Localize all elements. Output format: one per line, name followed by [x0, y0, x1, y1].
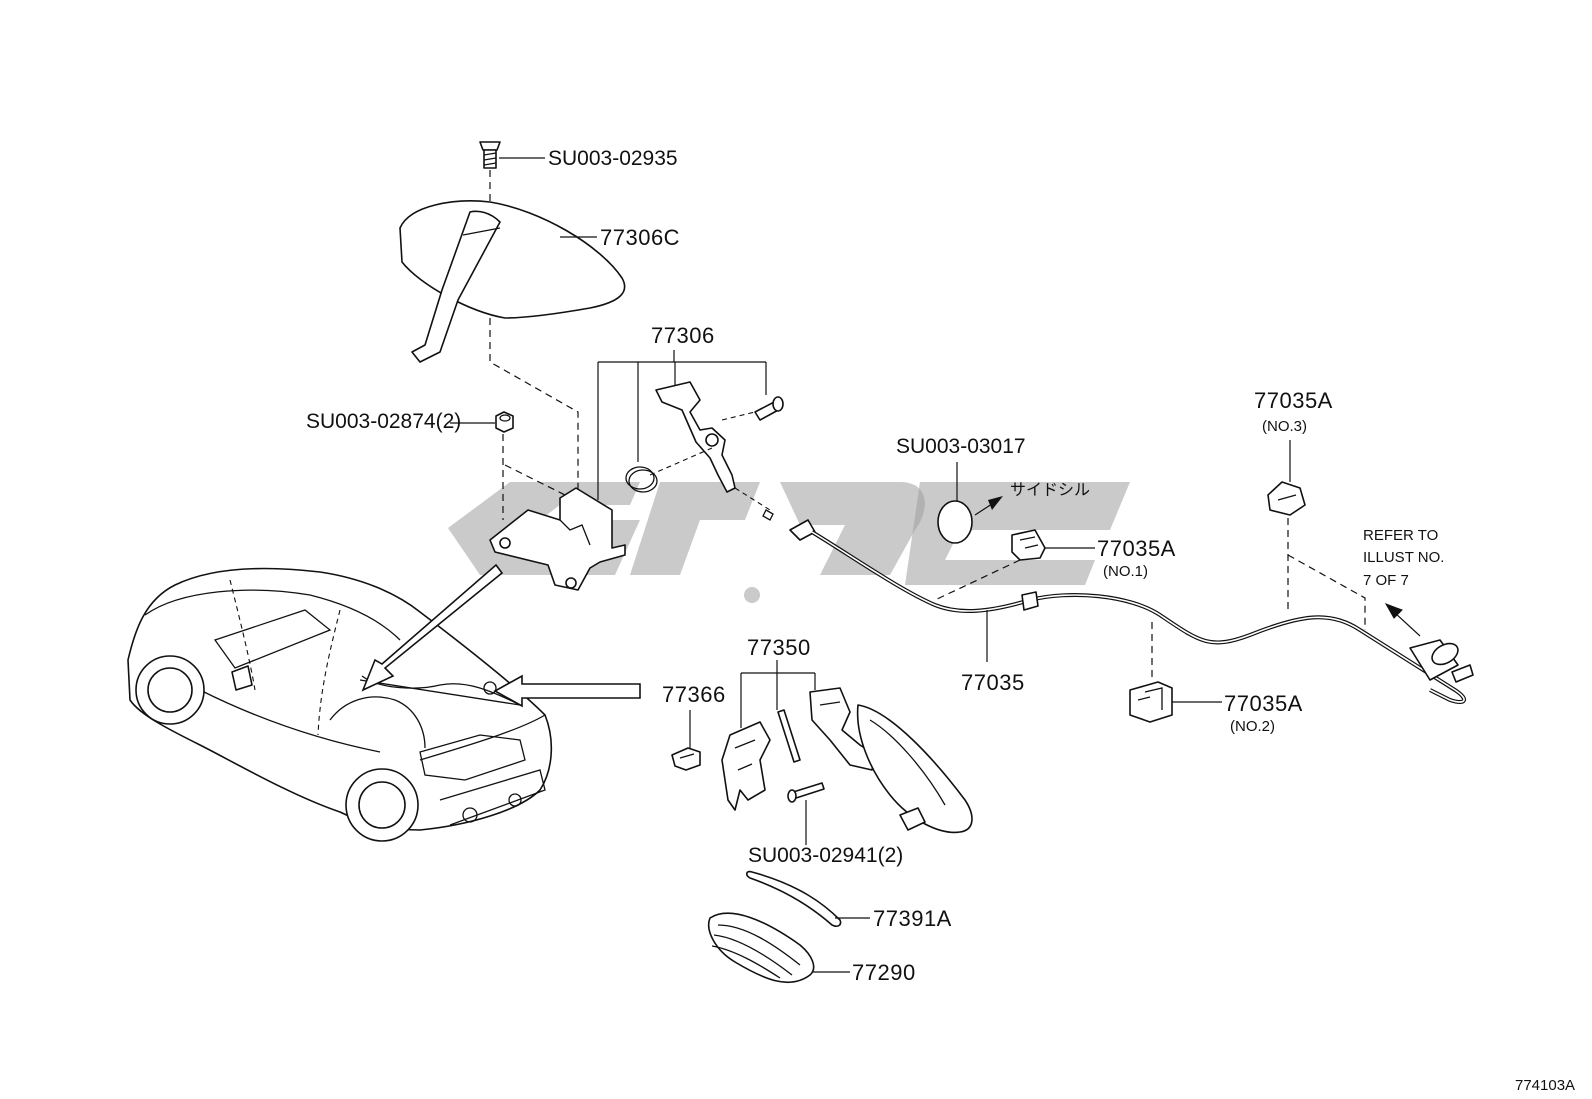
cover-77306c [399, 200, 626, 492]
label-cable: 77035 [961, 670, 1025, 695]
label-nut: SU003-02874(2) [306, 410, 461, 433]
label-clamp-no1-note: (NO.1) [1103, 563, 1148, 580]
rivet-su003-02941 [787, 782, 825, 845]
lever-to-cable-dash [734, 487, 771, 511]
label-seal: 77391A [873, 906, 952, 931]
clamp-77035a-no3 [1267, 440, 1366, 630]
cable-end-grommet [1409, 639, 1474, 683]
lever-assy-bracket-lines [597, 350, 767, 500]
label-clamp-no2: 77035A [1224, 691, 1303, 716]
label-spring-clip: 77366 [662, 682, 726, 707]
hinge-arm [721, 721, 771, 811]
clamp-77035a-no2 [1129, 622, 1222, 723]
refer-arrow [1384, 603, 1421, 637]
label-refer-3: 7 OF 7 [1363, 572, 1409, 589]
car-outline [127, 567, 553, 842]
arrow-bracket-to-car [361, 563, 504, 692]
release-cable-77035 [762, 509, 1466, 704]
label-clamp-no1: 77035A [1097, 536, 1176, 561]
label-rivet: SU003-02941(2) [748, 844, 903, 867]
label-refer-2: ILLUST NO. [1363, 549, 1444, 566]
pin [754, 396, 784, 421]
spring-coil [625, 466, 658, 493]
fuel-door-lid [856, 704, 973, 834]
label-cover: 77306C [600, 225, 680, 250]
spring-clip-77366 [671, 710, 701, 771]
clamp-77035a-no1 [934, 529, 1095, 601]
plug-su003-03017 [937, 462, 1003, 544]
lever-assy-dash [649, 411, 756, 476]
hinge-rod [777, 709, 801, 763]
door-panel-77290 [708, 912, 850, 984]
label-plug: SU003-03017 [896, 435, 1026, 458]
label-lever-assy: 77306 [651, 323, 715, 348]
label-door-panel: 77290 [852, 960, 916, 985]
label-screw-top: SU003-02935 [548, 147, 678, 170]
label-clamp-no3-note: (NO.3) [1262, 418, 1307, 435]
seal-77391a [746, 870, 870, 927]
hinge-assy-bracket-lines [740, 660, 816, 728]
arrow-clip-to-car [493, 674, 641, 708]
lever-handle [655, 381, 736, 493]
figure-id: 774103A [1515, 1077, 1575, 1094]
label-hinge-assy: 77350 [747, 635, 811, 660]
label-clamp-no2-note: (NO.2) [1230, 718, 1275, 735]
label-clamp-no3: 77035A [1254, 388, 1333, 413]
nut-su003-02874 [450, 411, 576, 520]
label-side-sill: サイドシル [1010, 480, 1090, 499]
mounting-bracket [489, 487, 626, 591]
label-refer-1: REFER TO [1363, 527, 1438, 544]
